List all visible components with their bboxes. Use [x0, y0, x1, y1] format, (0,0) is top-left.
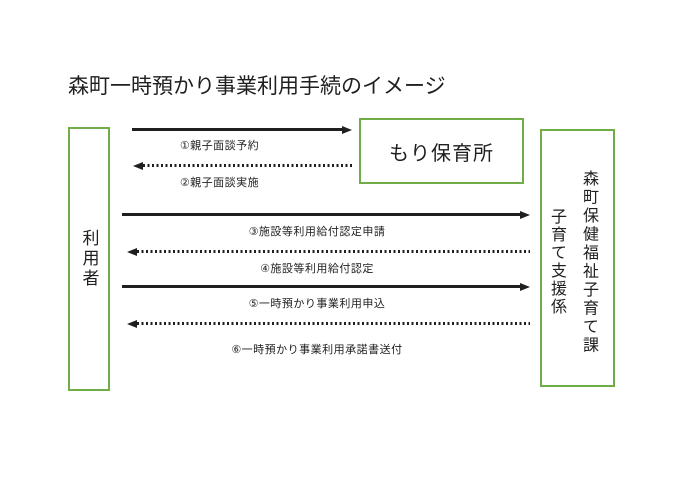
actor-nursery-label: もり保育所 [389, 140, 494, 165]
actor-box-user: 利用者 [68, 127, 110, 391]
arrow-step5-label: ⑤一時預かり事業利用申込 [248, 297, 386, 310]
arrow-step5-right [122, 285, 520, 288]
actor-box-office: 森町保健福祉子育て課 子育て支援係 [540, 129, 615, 387]
diagram-title: 森町一時預かり事業利用手続のイメージ [68, 74, 446, 98]
actor-office-section-label: 子育て支援係 [548, 208, 567, 316]
arrow-step2-left [143, 164, 352, 167]
actor-box-nursery: もり保育所 [359, 118, 524, 184]
arrow-step6-left [137, 322, 530, 325]
actor-office-name-label: 森町保健福祉子育て課 [580, 170, 599, 355]
arrow-step1-right [132, 128, 342, 131]
arrow-step4-left [137, 250, 530, 253]
actor-user-label: 利用者 [78, 229, 99, 289]
arrow-step1-label: ①親子面談予約 [179, 139, 260, 152]
arrow-step6-label: ⑥一時預かり事業利用承諾書送付 [231, 343, 403, 356]
arrow-step2-label: ②親子面談実施 [179, 176, 260, 189]
arrow-step3-right [122, 213, 520, 216]
arrow-step3-label: ③施設等利用給付認定申請 [248, 225, 386, 238]
arrow-step4-label: ④施設等利用給付認定 [260, 262, 374, 275]
